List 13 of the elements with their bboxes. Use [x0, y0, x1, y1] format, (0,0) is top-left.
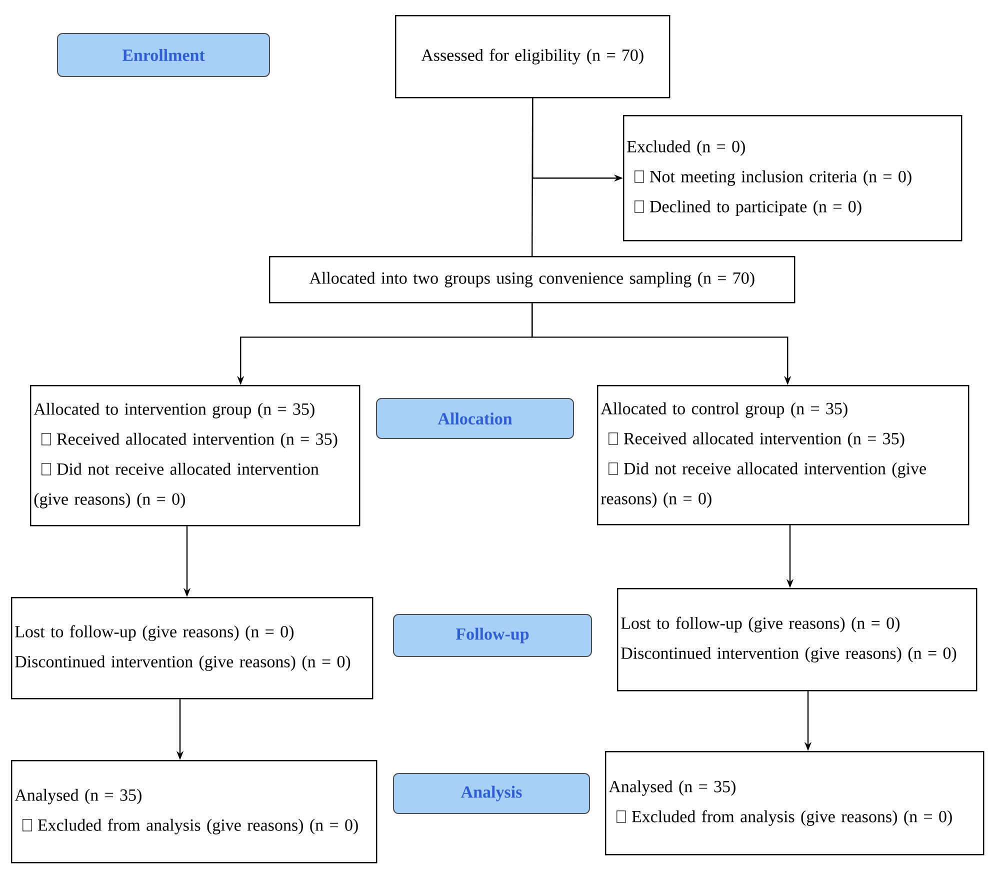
flow-box: Excluded (n = 0) Not meeting inclusion criteria (n = 0) Declined to participate (n = 0)	[623, 115, 962, 242]
flow-box: Allocated to intervention group (n = 35) Received allocated intervention (n = 35) Did not receive allocated intervention (give reasons) (n = 0)	[30, 385, 360, 526]
flow-box: Assessed for eligibility (n = 70)	[395, 15, 670, 98]
flow-box: Lost to follow-up (give reasons) (n = 0) Discontinued intervention (give reasons) (n = 0)	[11, 597, 374, 700]
stage-label: Enrollment	[57, 33, 270, 77]
stage-label: Follow-up	[393, 614, 592, 657]
flow-box: Allocated into two groups using convenience sampling (n = 70)	[269, 256, 796, 304]
stage-label: Analysis	[393, 773, 590, 814]
stage-label: Allocation	[376, 398, 574, 439]
flow-box: Lost to follow-up (give reasons) (n = 0) Discontinued intervention (give reasons) (n = 0)	[617, 588, 978, 692]
flow-box: Analysed (n = 35) Excluded from analysis (give reasons) (n = 0)	[605, 751, 984, 856]
flow-box: Analysed (n = 35) Excluded from analysis (give reasons) (n = 0)	[11, 760, 378, 864]
flow-box: Allocated to control group (n = 35) Received allocated intervention (n = 35) Did not receive allocated intervention (give reasons) (n = 0)	[597, 385, 970, 526]
